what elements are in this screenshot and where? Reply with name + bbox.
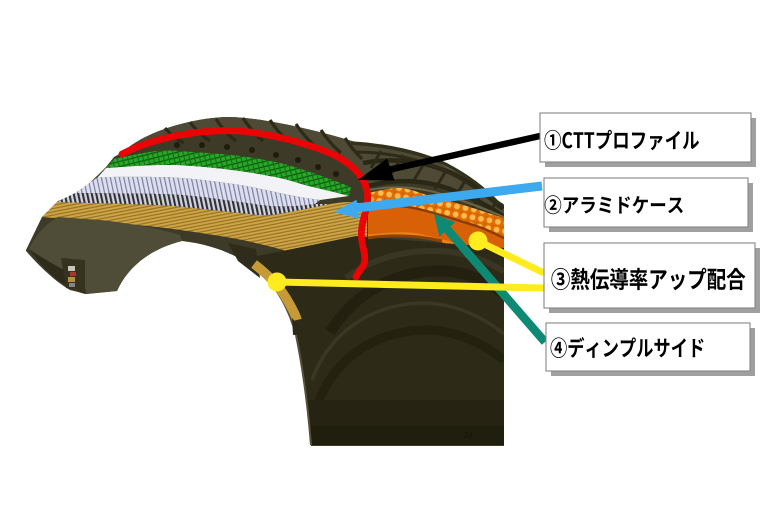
- svg-text:24: 24: [464, 431, 473, 440]
